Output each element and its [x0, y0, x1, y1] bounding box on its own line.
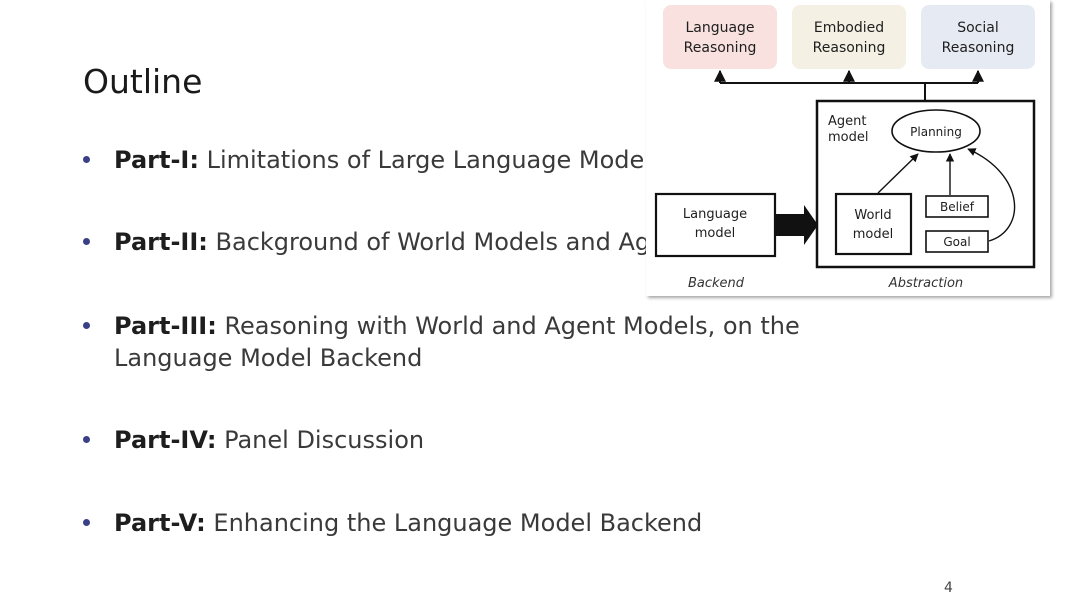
bullet-dot-icon	[83, 156, 90, 163]
part-text: Panel Discussion	[224, 426, 425, 454]
part-label: Part-II:	[114, 228, 208, 256]
goal-label: Goal	[943, 235, 970, 249]
belief-label: Belief	[940, 200, 975, 214]
language-reasoning-line-1: Language	[685, 20, 754, 36]
slide-title: Outline	[83, 62, 203, 101]
planning-node	[891, 109, 981, 153]
embodied-reasoning-line-2: Reasoning	[813, 40, 886, 56]
language-model-label-1: Language	[683, 207, 747, 222]
diagram-canvas: Language Reasoning Embodied Reasoning So…	[654, 5, 1036, 291]
architecture-diagram: Language Reasoning Embodied Reasoning So…	[646, 0, 1050, 296]
part-text: Limitations of Large Language Model	[206, 146, 651, 174]
part-label: Part-IV:	[114, 426, 217, 454]
belief-node	[925, 195, 989, 218]
social-reasoning-line-2: Reasoning	[942, 40, 1015, 56]
backend-caption: Backend	[688, 276, 745, 291]
language-reasoning-line-2: Reasoning	[684, 40, 757, 56]
language-model-node	[654, 192, 777, 258]
bullet-dot-icon	[83, 436, 90, 443]
world-model-node	[834, 192, 913, 256]
part-text: Enhancing the Language Model Backend	[213, 509, 703, 537]
arrow-goal-to-planning	[967, 148, 1016, 242]
agent-model-label-2: model	[828, 130, 868, 145]
embodied-reasoning-box	[792, 5, 906, 69]
social-reasoning-line-1: Social	[957, 20, 999, 36]
planning-label: Planning	[910, 125, 962, 139]
arrow-world-to-planning	[877, 153, 919, 194]
bullet-dot-icon	[83, 238, 90, 245]
part-label: Part-III:	[114, 312, 217, 340]
world-model-label-1: World	[854, 208, 891, 223]
language-model-label-2: model	[695, 226, 735, 241]
part-text-line-2: Language Model Backend	[114, 344, 423, 372]
language-reasoning-box	[663, 5, 777, 69]
social-reasoning-box	[921, 5, 1035, 69]
page-number: 4	[944, 580, 953, 596]
goal-node	[925, 230, 989, 253]
bullet-dot-icon	[83, 322, 90, 329]
bullet-dot-icon	[83, 519, 90, 526]
abstraction-caption: Abstraction	[888, 276, 963, 291]
part-text: Reasoning with World and Agent Models, o…	[224, 312, 800, 340]
world-model-label-2: model	[853, 227, 893, 242]
agent-model-label-1: Agent	[828, 114, 866, 129]
agent-model-box	[815, 99, 1036, 269]
backend-to-abstraction-arrow	[776, 205, 818, 245]
embodied-reasoning-line-1: Embodied	[814, 20, 884, 36]
part-text: Background of World Models and Ag	[215, 228, 651, 256]
part-label: Part-V:	[114, 509, 206, 537]
part-label: Part-I:	[114, 146, 199, 174]
